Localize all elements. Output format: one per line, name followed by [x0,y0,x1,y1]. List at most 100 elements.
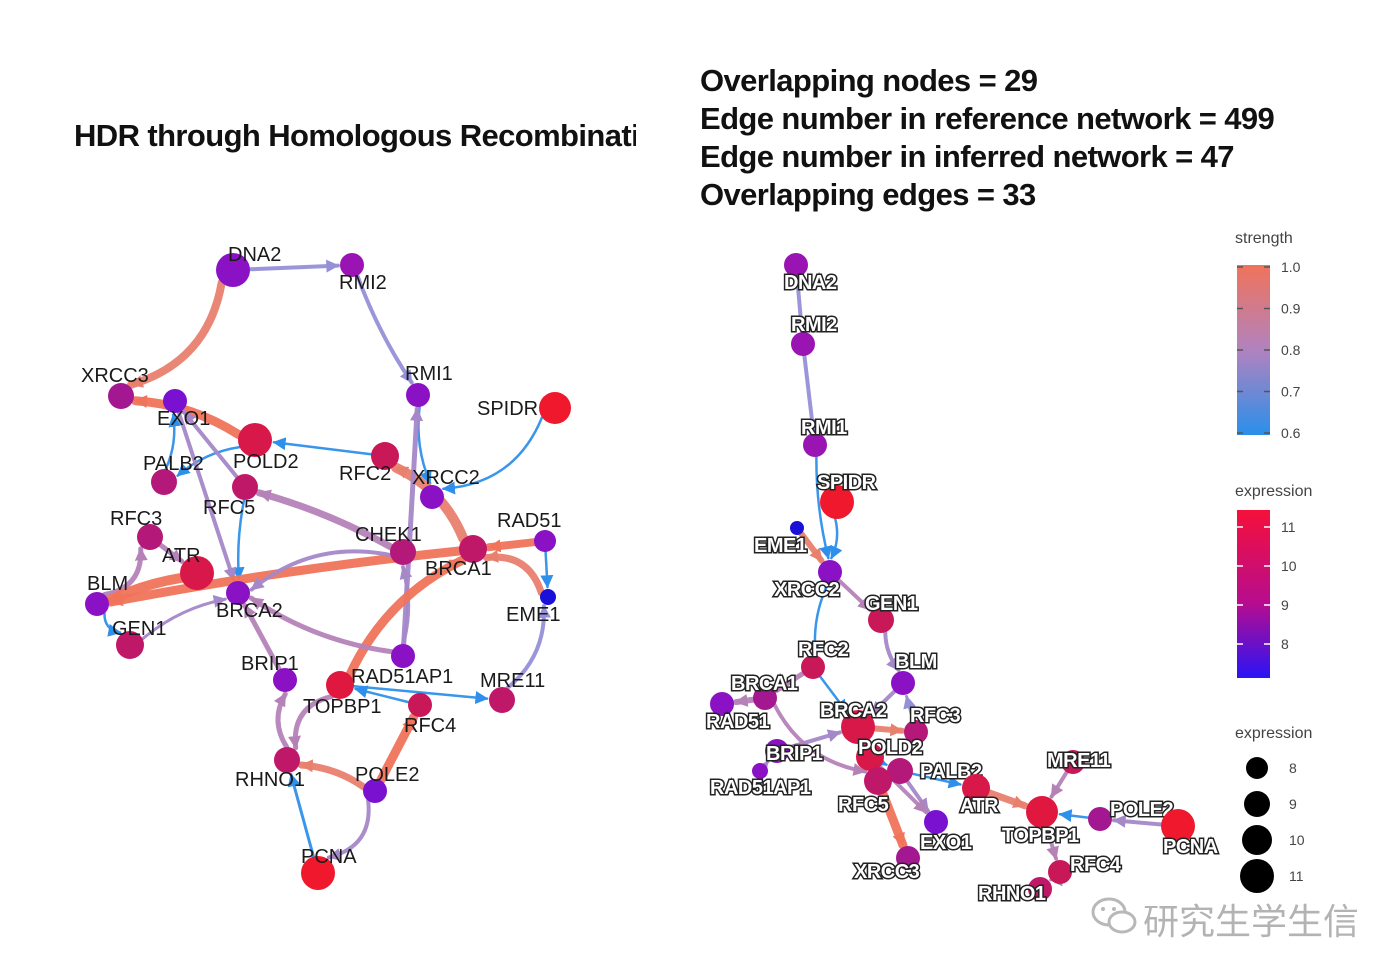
edge-xrcc2-rfc2 [807,582,830,655]
node-label: XRCC3 [854,861,920,883]
left-network-edges [101,259,554,861]
edge-topbp1-rhno1 [288,693,335,751]
right-node-rfc2: RFC2 [797,638,851,679]
node-label: RMI1 [405,363,453,385]
edge-rfc5-exo1 [181,409,239,479]
node-circle [710,692,734,716]
node-circle [801,655,825,679]
node-label: RFC4 [1070,854,1122,876]
edge-pole2-rhno1 [297,759,368,791]
node-circle [408,693,432,717]
edge-pcna-pole2 [1111,814,1164,828]
edge-pold2-palb2 [873,753,888,766]
node-circle [765,739,789,763]
node-label: BRCA2 [216,600,283,622]
right-node-pold2: POLD2 [856,736,925,771]
right-node-xrcc3: XRCC3 [853,846,922,885]
node-circle [137,524,163,550]
node-label: XRCC2 [412,467,480,489]
edge-dna2-rmi2 [248,259,340,273]
left-node-rad51: RAD51 [497,510,561,552]
strength-tick-label: 0.9 [1281,301,1301,317]
left-node-pcna: PCNA [301,846,357,890]
node-circle [459,535,487,563]
wechat-icon [1091,897,1137,934]
node-label: EME1 [754,535,807,557]
node-circle [818,560,842,584]
node-label: CHEK1 [355,524,422,546]
strength-tick-label: 0.8 [1281,342,1301,358]
right-node-rad51: RAD51 [705,692,771,735]
right-network-nodes: DNA2RMI2RMI1SPIDREME1XRCC2GEN1RFC2BLMBRC… [705,253,1220,907]
edge-pole2-rfc4 [376,712,418,785]
node-label: RFC4 [404,715,456,737]
expression-tick-label: 11 [1281,519,1296,535]
node-label: SPIDR [477,398,538,420]
edge-eme1-brca1 [483,549,545,597]
node-label: SPIDR [817,472,877,494]
node-circle [534,530,556,552]
edge-rmi1-xrcc2 [815,455,832,560]
strength-tick-label: 0.6 [1281,425,1301,441]
node-label: RAD51AP1 [710,777,811,799]
edge-pcna-rhno1 [287,773,315,859]
node-circle [887,758,913,784]
left-node-rfc4: RFC4 [404,693,456,737]
left-node-blm: BLM [85,573,128,616]
node-label: EME1 [506,604,560,626]
right-node-pcna: PCNA [1161,809,1220,860]
node-circle [391,644,415,668]
node-circle [180,556,214,590]
edge-rmi2-rmi1 [802,353,819,434]
right-node-exo1: EXO1 [919,810,974,856]
node-circle [238,423,272,457]
edge-rhno1-brip1 [273,691,290,750]
node-label: DNA2 [228,244,281,266]
left-node-rfc3: RFC3 [110,508,163,550]
node-label: TOPBP1 [1002,825,1079,847]
node-circle [390,539,416,565]
edge-palb2-atr [911,772,962,789]
edge-brca2-rfc3 [871,723,906,737]
node-label: RFC2 [798,639,849,661]
edge-brca1-rad51 [732,694,757,707]
left-node-rad51ap1: RAD51AP1 [351,644,453,688]
node-label: ATR [960,795,999,817]
node-label: MRE11 [1047,750,1110,772]
edge-rad51ap1-brip1 [755,760,770,775]
left-node-xrcc2: XRCC2 [412,467,480,509]
node-circle [752,763,768,779]
left-node-exo1: EXO1 [157,389,210,430]
strength-legend: strength 1.00.90.80.70.6 [1235,230,1301,441]
watermark-text: 研究生学生信 [1143,902,1360,943]
edge-spidr-xrcc2 [830,517,843,560]
edge-palb2-exo1 [164,413,182,471]
size-key-label: 11 [1289,868,1304,884]
node-label: GEN1 [865,593,918,615]
expression-legend-title: expression [1235,483,1312,500]
node-circle [108,383,134,409]
size-key-dot [1246,757,1268,779]
strength-tick-label: 0.7 [1281,384,1301,400]
edge-pold2-palb2 [176,445,241,477]
node-circle [1028,877,1052,901]
node-label: POLD2 [233,451,299,473]
node-label: BLM [87,573,128,595]
left-node-rhno1: RHNO1 [235,747,305,791]
edge-rfc2-brca2 [818,675,848,714]
node-label: BRCA1 [731,673,798,695]
edge-rfc2-brca1 [774,671,806,693]
node-circle [163,389,187,413]
node-circle [784,253,808,277]
node-circle [420,485,444,509]
node-circle [803,433,827,457]
node-label: TOPBP1 [303,696,382,718]
node-label: RMI2 [791,314,837,336]
node-label: BRIP1 [766,743,823,765]
edge-rad51ap1-chek1 [399,565,413,646]
edge-rad51ap1-brca2 [248,595,395,655]
node-label: RFC3 [910,705,961,727]
